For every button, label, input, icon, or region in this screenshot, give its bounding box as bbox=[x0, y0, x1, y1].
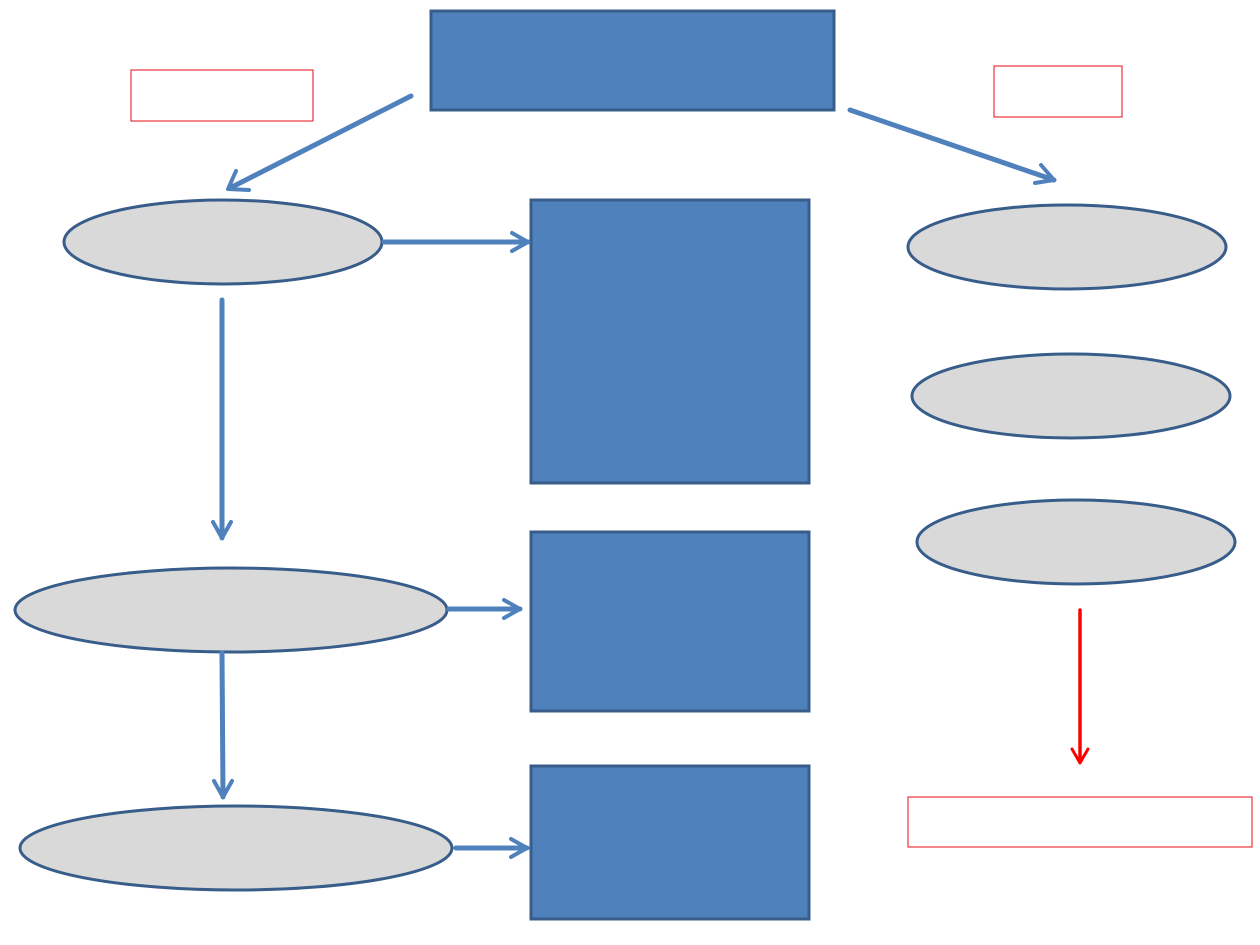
left-ellipse-3 bbox=[18, 804, 454, 892]
left-ellipse-1 bbox=[62, 198, 384, 286]
left-ellipse-2 bbox=[13, 566, 449, 654]
arrow-top-to-left bbox=[226, 93, 414, 192]
top-box bbox=[429, 9, 836, 112]
arrow-left3-to-middle3 bbox=[453, 837, 530, 859]
right-label-box bbox=[993, 65, 1123, 118]
right-ellipse-3 bbox=[915, 498, 1237, 586]
red-arrow-right3-to-label bbox=[1070, 608, 1090, 765]
bottom-right-label-box bbox=[907, 796, 1253, 848]
arrow-left1-to-middle1 bbox=[381, 231, 531, 253]
arrow-left2-to-left3 bbox=[212, 650, 234, 800]
middle-box-3 bbox=[529, 764, 811, 921]
left-label-box bbox=[130, 69, 314, 122]
arrow-left2-to-middle2 bbox=[446, 598, 523, 620]
arrow-left1-to-left2 bbox=[211, 297, 233, 541]
right-ellipse-1 bbox=[906, 203, 1228, 291]
middle-box-2 bbox=[529, 530, 811, 713]
right-ellipse-2 bbox=[910, 352, 1232, 440]
middle-box-1 bbox=[529, 198, 811, 485]
arrow-top-to-right bbox=[847, 107, 1057, 185]
